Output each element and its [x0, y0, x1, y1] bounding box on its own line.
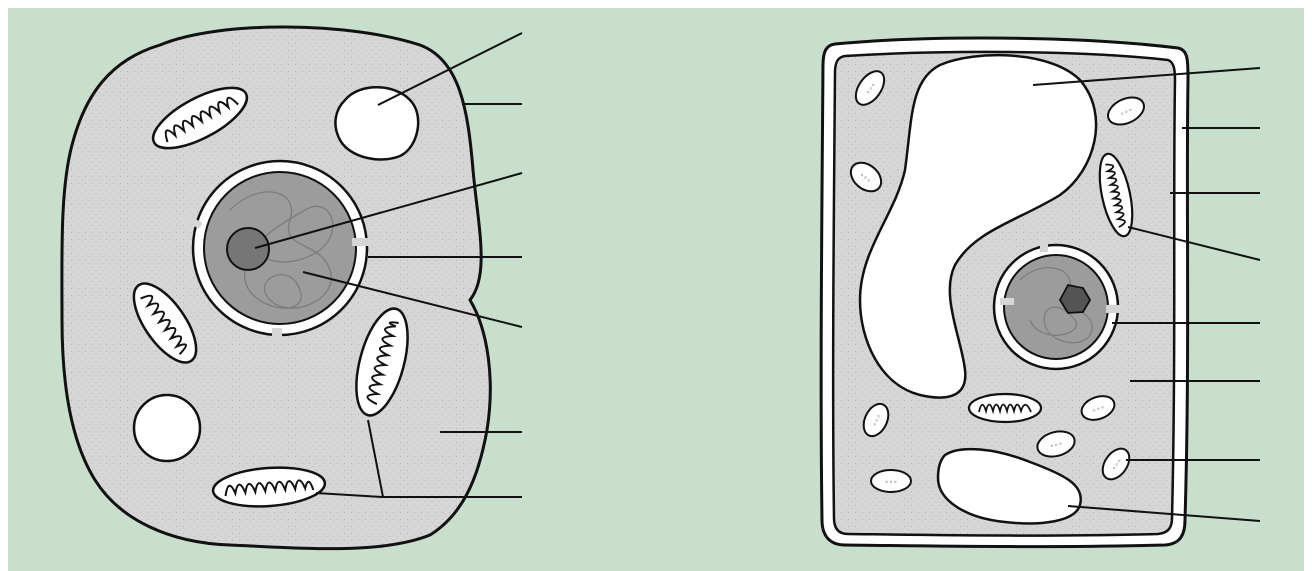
animal-cell: [62, 27, 522, 549]
plant-mitochondrion-2: [969, 394, 1041, 422]
chloroplast: ∘∘∘: [871, 470, 911, 492]
animal-vacuole-bottom: [134, 395, 200, 461]
animal-vacuole-top: [335, 87, 418, 159]
svg-text:∘∘∘: ∘∘∘: [884, 478, 897, 486]
animal-nucleolus: [227, 228, 269, 270]
